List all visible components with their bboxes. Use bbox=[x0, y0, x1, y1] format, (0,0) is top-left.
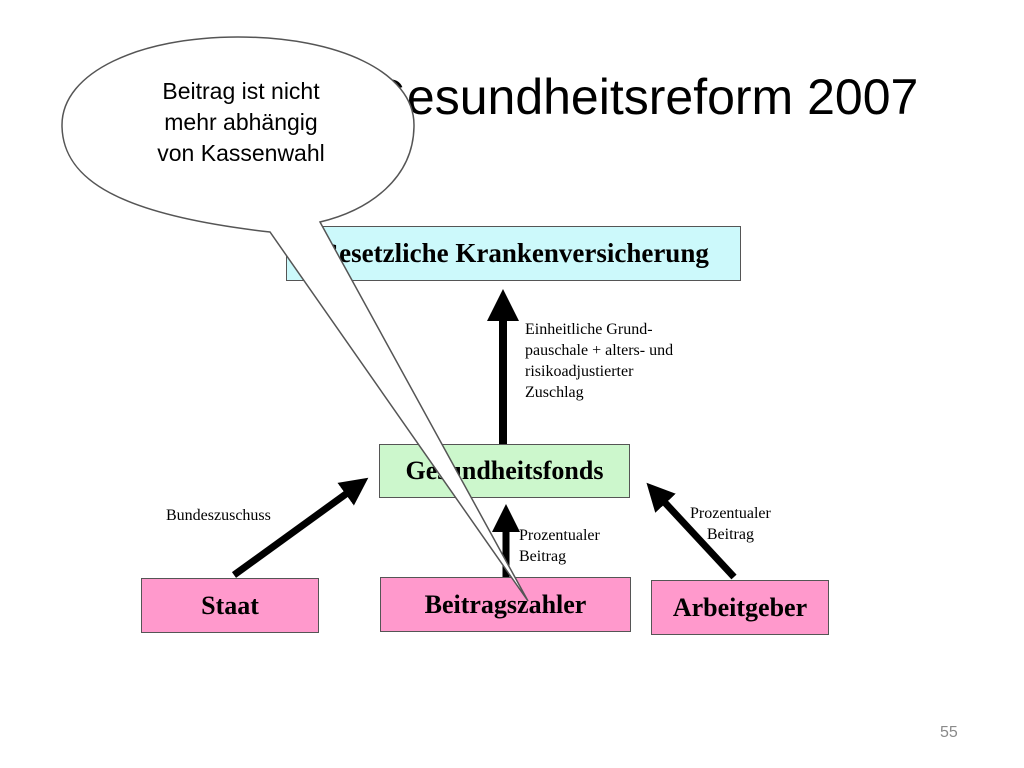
slide-number: 55 bbox=[940, 724, 958, 741]
callout-line: Beitrag ist nicht bbox=[162, 78, 320, 104]
callout-bubble bbox=[61, 36, 529, 602]
label-line: Beitrag bbox=[706, 526, 754, 543]
arrow-staat-to-fonds bbox=[231, 477, 369, 578]
box-gesetzliche-krankenversicherung: Gesetzliche Krankenversicherung bbox=[286, 226, 741, 281]
label-prozentual-rechts: Prozentualer Beitrag bbox=[690, 503, 771, 545]
label-line: Prozentualer bbox=[519, 527, 600, 544]
label-grundpauschale: Einheitliche Grund- pauschale + alters- … bbox=[525, 319, 673, 403]
label-bundeszuschuss: Bundeszuschuss bbox=[166, 507, 271, 524]
slide-title: Gesundheitsreform 2007 bbox=[368, 69, 919, 125]
box-arbeitgeber: Arbeitgeber bbox=[651, 580, 829, 635]
callout-text: Beitrag ist nicht mehr abhängig von Kass… bbox=[110, 76, 372, 169]
label-line: Prozentualer bbox=[690, 505, 771, 522]
box-gesundheitsfonds: Gesundheitsfonds bbox=[379, 444, 630, 498]
label-line: Zuschlag bbox=[525, 384, 584, 401]
callout-line: mehr abhängig bbox=[164, 109, 318, 135]
arrow-arbeitgeber-to-fonds bbox=[646, 482, 737, 580]
callout-line: von Kassenwahl bbox=[157, 140, 325, 166]
label-line: Einheitliche Grund- bbox=[525, 321, 653, 338]
label-line: Beitrag bbox=[519, 548, 567, 565]
label-prozentual-mitte: Prozentualer Beitrag bbox=[519, 525, 600, 567]
box-staat: Staat bbox=[141, 578, 319, 633]
label-line: risikoadjustierter bbox=[525, 363, 634, 380]
box-beitragszahler: Beitragszahler bbox=[380, 577, 631, 632]
label-line: pauschale + alters- und bbox=[525, 342, 674, 359]
